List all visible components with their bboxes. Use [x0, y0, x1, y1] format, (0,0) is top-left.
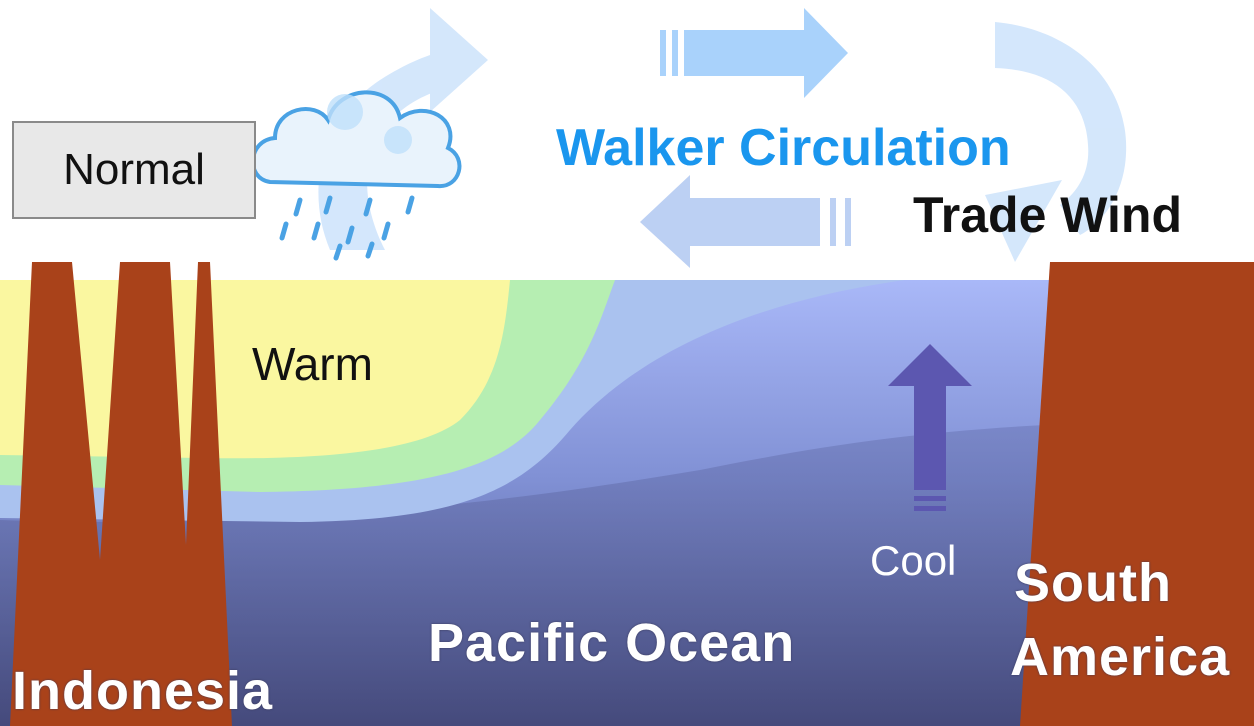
rising-air-arrow-icon	[318, 8, 488, 250]
indonesia-label: Indonesia	[12, 661, 274, 721]
south-america-label-line2: America	[1010, 627, 1231, 687]
pacific-ocean-label: Pacific Ocean	[428, 613, 796, 673]
trade-wind-label: Trade Wind	[913, 187, 1183, 243]
rain-cloud-icon	[251, 90, 462, 261]
indonesia-landmass	[10, 262, 232, 726]
south-america-label-line1: South	[1014, 553, 1172, 613]
normal-state-label: Normal	[63, 145, 205, 194]
cool-water-label: Cool	[870, 537, 957, 584]
trade-wind-arrow-icon	[640, 175, 851, 268]
warm-water-label: Warm	[252, 338, 373, 390]
upwelling-arrow-icon	[888, 344, 972, 511]
upper-flow-arrow-icon	[660, 8, 848, 98]
south-america-landmass	[1020, 262, 1254, 726]
sinking-air-arrow-icon	[985, 22, 1127, 262]
walker-circulation-title: Walker Circulation	[556, 119, 1011, 177]
normal-state-badge: Normal	[12, 121, 256, 219]
